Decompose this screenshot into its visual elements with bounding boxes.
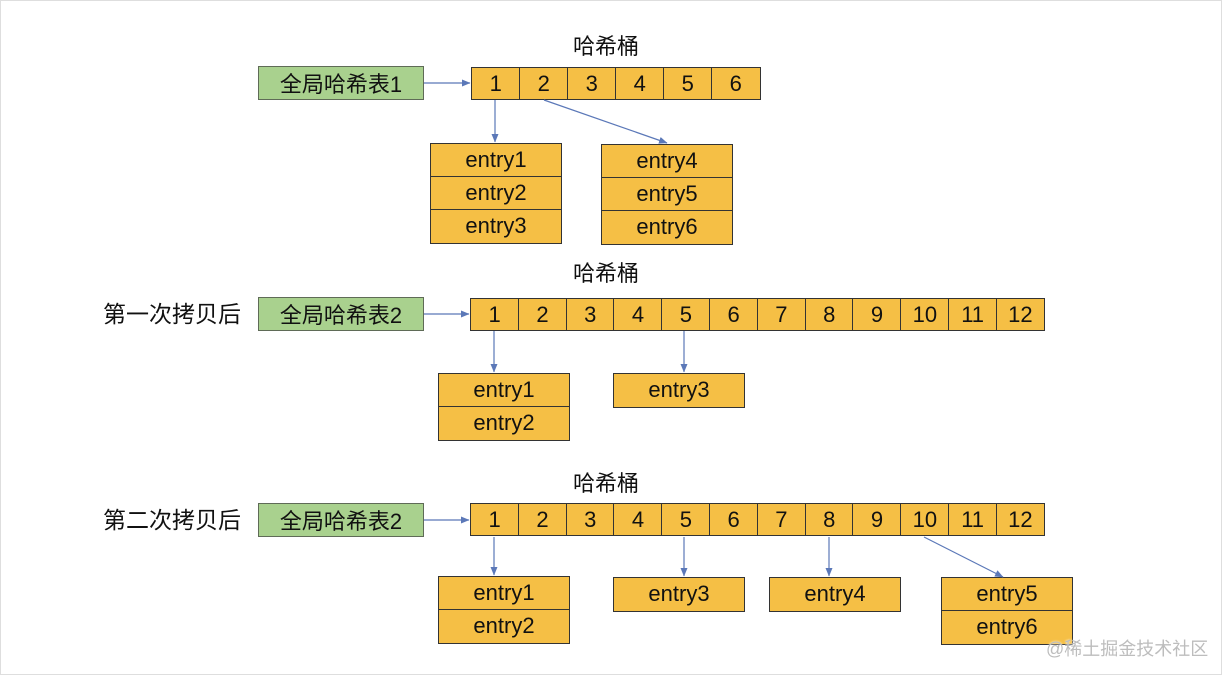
entry-box: entry2 <box>438 609 570 644</box>
entry-chain: entry4 entry5 entry6 <box>601 144 733 245</box>
entry-box: entry5 <box>941 577 1073 612</box>
bucket-array-2: 1 2 3 4 5 6 7 8 9 10 11 12 <box>470 298 1046 331</box>
bucket-cell: 2 <box>517 503 568 536</box>
entry-chain: entry1 entry2 <box>438 373 570 441</box>
entry-chain: entry3 <box>613 577 745 612</box>
bucket-title-2: 哈希桶 <box>572 261 639 286</box>
watermark: @稀土掘金技术社区 <box>1046 639 1209 659</box>
entry-box: entry6 <box>601 210 733 245</box>
bucket-cell: 1 <box>470 503 520 536</box>
bucket-cell: 3 <box>565 298 615 331</box>
bucket-cell: 6 <box>708 503 759 536</box>
entry-chain: entry4 <box>769 577 901 612</box>
bucket-cell: 5 <box>663 67 713 100</box>
bucket-cell: 2 <box>517 298 568 331</box>
bucket-cell: 3 <box>567 67 617 100</box>
entry-box: entry4 <box>601 144 733 179</box>
entry-box: entry6 <box>941 610 1073 645</box>
entry-box: entry1 <box>438 576 570 611</box>
global-hash-table-2: 全局哈希表2 <box>258 503 424 537</box>
step-caption-first-copy: 第一次拷贝后 <box>103 301 241 327</box>
bucket-cell: 7 <box>756 503 807 536</box>
bucket-cell: 1 <box>470 298 520 331</box>
bucket-cell: 4 <box>615 67 665 100</box>
bucket-cell: 12 <box>995 298 1046 331</box>
bucket-cell: 2 <box>519 67 569 100</box>
bucket-cell: 4 <box>613 298 663 331</box>
bucket-cell: 9 <box>852 503 902 536</box>
bucket-title-3: 哈希桶 <box>572 471 639 496</box>
entry-box: entry3 <box>613 577 745 612</box>
bucket-cell: 3 <box>565 503 615 536</box>
entry-chain: entry5 entry6 <box>941 577 1073 645</box>
bucket-cell: 10 <box>900 503 950 536</box>
bucket-cell: 11 <box>947 503 998 536</box>
bucket-cell: 8 <box>804 298 854 331</box>
bucket-cell: 9 <box>852 298 902 331</box>
bucket-cell: 12 <box>995 503 1046 536</box>
entry-box: entry4 <box>769 577 901 612</box>
bucket-cell: 5 <box>661 503 711 536</box>
step-caption-second-copy: 第二次拷贝后 <box>103 507 241 533</box>
entry-box: entry5 <box>601 177 733 212</box>
entry-chain: entry3 <box>613 373 745 408</box>
bucket-cell: 7 <box>756 298 807 331</box>
bucket-cell: 4 <box>613 503 663 536</box>
bucket-cell: 10 <box>900 298 950 331</box>
entry-box: entry2 <box>430 176 562 211</box>
bucket-cell: 6 <box>711 67 761 100</box>
bucket-array-1: 1 2 3 4 5 6 <box>471 67 761 100</box>
bucket-title-1: 哈希桶 <box>572 34 639 59</box>
entry-box: entry1 <box>430 143 562 178</box>
global-hash-table-1: 全局哈希表1 <box>258 66 424 100</box>
bucket-cell: 1 <box>471 67 521 100</box>
entry-chain: entry1 entry2 <box>438 576 570 644</box>
bucket-cell: 5 <box>661 298 711 331</box>
entry-box: entry3 <box>613 373 745 408</box>
bucket-array-3: 1 2 3 4 5 6 7 8 9 10 11 12 <box>470 503 1046 536</box>
entry-box: entry1 <box>438 373 570 408</box>
bucket-cell: 11 <box>947 298 998 331</box>
entry-box: entry3 <box>430 209 562 244</box>
entry-chain: entry1 entry2 entry3 <box>430 143 562 244</box>
entry-box: entry2 <box>438 406 570 441</box>
global-hash-table-2: 全局哈希表2 <box>258 297 424 331</box>
bucket-cell: 8 <box>804 503 854 536</box>
bucket-cell: 6 <box>708 298 759 331</box>
